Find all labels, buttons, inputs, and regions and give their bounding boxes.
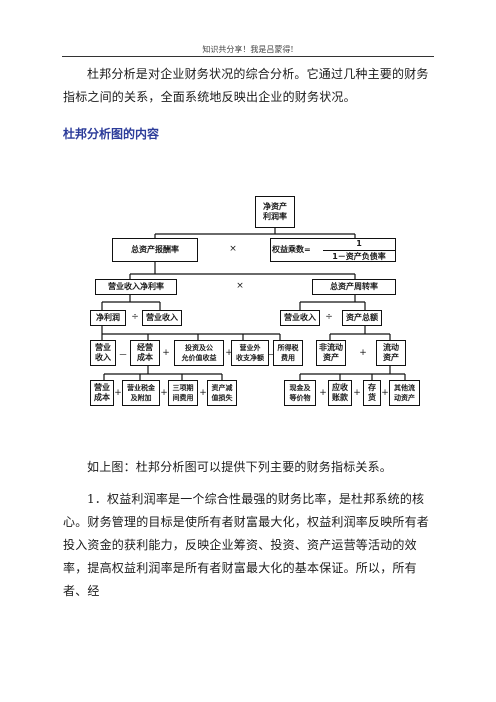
- box-net-profit-margin: 营业收入净利率: [95, 279, 177, 295]
- op-plus-7: +: [319, 388, 327, 398]
- op-plus-1: +: [162, 348, 170, 358]
- box-return-on-equity: 净资产 利润率: [255, 196, 295, 228]
- equity-multiplier-numerator: 1: [356, 239, 362, 248]
- box-cash: 现金及 等价物: [284, 380, 316, 406]
- box-other-current-assets: 其他流 动资产: [389, 380, 420, 406]
- box-revenue: 营业 收入: [90, 340, 116, 366]
- box-return-on-assets: 总资产报酬率: [112, 238, 198, 262]
- header-divider: [62, 56, 434, 57]
- box-business-tax: 营业税金 及附加: [122, 380, 160, 406]
- op-times-l3: ×: [236, 281, 244, 291]
- op-div-1: ÷: [131, 312, 139, 322]
- op-plus-3: +: [359, 348, 367, 358]
- box-operating-cost-2: 营业 成本: [90, 380, 114, 406]
- fraction-bar: [323, 250, 395, 251]
- box-impairment-loss: 资产减 值损失: [207, 380, 237, 406]
- box-operating-revenue-1: 营业收入: [142, 310, 182, 326]
- box-receivables: 应收 账款: [328, 380, 352, 406]
- box-operating-revenue-2: 营业收入: [280, 310, 320, 326]
- op-plus-5: +: [160, 388, 168, 398]
- box-income-tax: 所得税 费用: [273, 340, 303, 366]
- op-plus-6: +: [199, 388, 207, 398]
- box-total-assets: 资产总额: [342, 310, 382, 326]
- box-operating-cost: 经营 成本: [130, 340, 160, 366]
- equity-multiplier-denominator: 1－资产负债率: [332, 252, 386, 261]
- box-non-current-assets: 非流动 资产: [316, 340, 346, 366]
- equity-multiplier-label: 权益乘数=: [272, 245, 311, 254]
- op-minus-1: －: [118, 351, 128, 361]
- intro-paragraph: 杜邦分析是对企业财务状况的综合分析。它通过几种主要的财务指标之间的关系，全面系统…: [63, 67, 429, 104]
- op-minus-2: －: [267, 351, 277, 361]
- box-investment-income: 投资及公 允价值收益: [174, 340, 224, 366]
- page-header: 知识共分享！我是吕蒙得!: [202, 45, 294, 54]
- op-plus-9: +: [381, 388, 389, 398]
- paragraph-2: 1．权益利润率是一个综合性最强的财务比率，是杜邦系统的核心。财务管理的目标是使所…: [63, 492, 430, 598]
- section-heading: 杜邦分析图的内容: [63, 127, 160, 141]
- op-times-l2: ×: [229, 244, 237, 254]
- box-asset-turnover: 总资产周转率: [312, 279, 396, 295]
- op-plus-2: +: [225, 348, 233, 358]
- op-div-2: ÷: [325, 312, 333, 322]
- box-non-operating: 营业外 收支净额: [231, 340, 269, 366]
- op-plus-8: +: [353, 388, 361, 398]
- box-net-profit: 净利润: [90, 310, 126, 326]
- diagram-connectors: [101, 228, 406, 380]
- box-current-assets: 流动 资产: [376, 340, 406, 366]
- box-period-expenses: 三项期 间费用: [168, 380, 198, 406]
- box-equity-multiplier: 权益乘数=: [270, 238, 396, 262]
- dupont-diagram: 净资产 利润率 总资产报酬率 × 权益乘数= 1 1－资产负债率 营业收入净利率…: [90, 194, 420, 418]
- box-inventory: 存 货: [363, 380, 381, 406]
- op-plus-4: +: [114, 388, 122, 398]
- paragraph-1: 如上图：杜邦分析图可以提供下列主要的财务指标关系。: [87, 460, 393, 474]
